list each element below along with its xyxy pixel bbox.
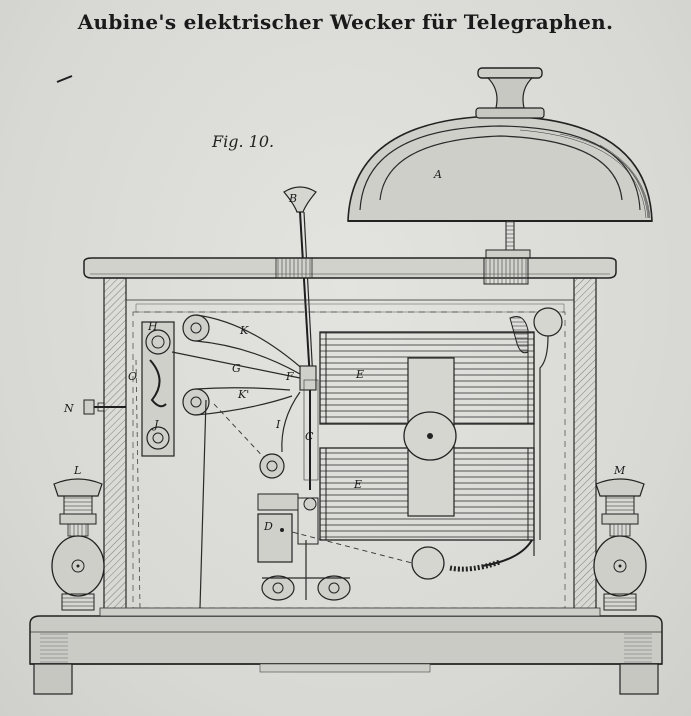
terminal-post-M: [593, 478, 647, 611]
label-D: D: [263, 520, 273, 533]
adjusting-screw-N: [83, 399, 126, 415]
connecting-wire: [199, 399, 207, 609]
binding-screws: [261, 540, 351, 601]
base-ledge: [99, 607, 601, 617]
case-left-side: [103, 277, 127, 613]
label-L: L: [73, 464, 81, 477]
label-K-prime: K': [237, 388, 249, 401]
coil-wiring: [283, 307, 563, 580]
label-M: M: [613, 464, 626, 477]
top-plate: [83, 257, 617, 285]
ink-mark: [56, 75, 73, 83]
hammer-head: [283, 186, 317, 213]
label-B: B: [288, 192, 297, 205]
label-J: J: [152, 418, 159, 431]
armature-lever: [281, 365, 319, 490]
ratchet-wheel: [259, 453, 285, 479]
contact-box-D: [257, 493, 319, 563]
label-E-upper: E: [355, 368, 364, 381]
bell-knob: [475, 67, 545, 119]
hammer-rod: [299, 211, 311, 381]
label-F: F: [285, 370, 294, 383]
contact-plate: [141, 321, 175, 457]
label-O: O: [128, 370, 137, 383]
label-E-lower: E: [353, 478, 362, 491]
pulley-upper: [182, 314, 210, 342]
label-C: C: [305, 430, 314, 443]
label-A: A: [433, 168, 442, 181]
terminal-post-L: [51, 478, 105, 611]
label-H: H: [147, 320, 158, 333]
feet: [33, 663, 659, 695]
spring-wires: [171, 314, 307, 416]
label-G: G: [232, 362, 241, 375]
bell-dome: [347, 115, 653, 222]
core-yoke: [403, 357, 457, 517]
label-K: K: [239, 324, 249, 337]
label-I: I: [275, 418, 281, 431]
base-plate: [29, 615, 663, 665]
case-right-side: [573, 277, 597, 613]
bell-stem: [505, 220, 515, 254]
figure-number: Fig. 10.: [212, 132, 275, 151]
plate-title: Aubine's elektrischer Wecker für Telegra…: [77, 10, 614, 34]
label-N: N: [63, 402, 74, 415]
